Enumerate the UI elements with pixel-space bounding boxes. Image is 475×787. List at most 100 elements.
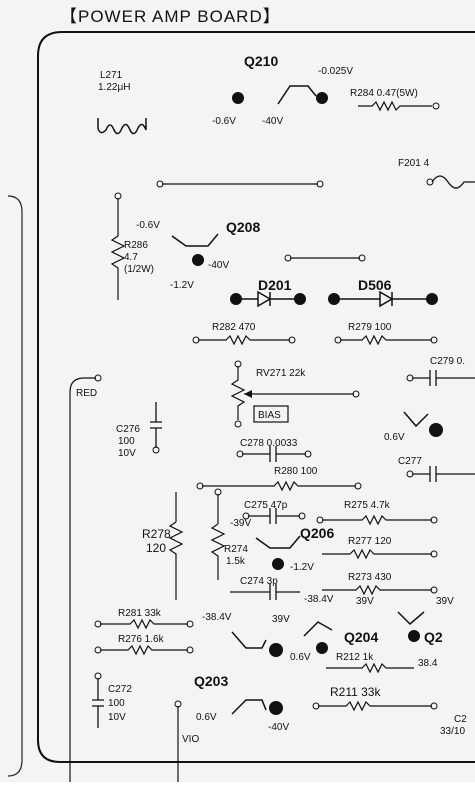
r279-resistor [340,334,432,346]
r278-value: 120 [146,541,166,555]
q210-v-top: -0.025V [318,66,353,77]
r212-label: R212 1k [336,652,374,663]
c276-capacitor [150,402,162,448]
external-bracket [7,195,23,777]
c279-label: C279 0. [430,356,465,367]
c278-capacitor [242,446,306,462]
r286-name: R286 [124,240,148,251]
c275-label: C275 47p [244,500,288,511]
f201-label: F201 4 [398,158,430,169]
r281-resistor [100,618,188,630]
q210-label: Q210 [244,53,278,69]
q208-v-top: -0.6V [136,220,160,231]
q210-body [277,85,317,105]
q203-pin [269,701,283,715]
r278-name: R278 [142,527,171,541]
r273-resistor [322,584,432,596]
r284-label: R284 0.47(5W) [350,88,418,99]
v-06-right: 0.6V [384,432,405,443]
red-label: RED [76,388,97,399]
c272-value: 100 [108,698,125,709]
r211-label: R211 33k [330,685,381,699]
r275-resistor [322,514,432,526]
q210-v-left: -0.6V [212,116,236,127]
q203-label: Q203 [194,673,228,689]
c279-capacitor [412,370,475,386]
v-06-c: 0.6V [196,712,217,723]
l271-inductor [97,118,147,135]
r212-resistor [326,662,414,674]
c277-capacitor [412,466,475,482]
r274-value: 1.5k [226,556,246,567]
c276-volt: 10V [118,448,136,459]
f201-fuse [431,175,475,189]
q202-label: Q2 [424,629,443,645]
c272-name: C272 [108,684,132,695]
r277-resistor [322,548,432,560]
r274-name: R274 [224,544,248,555]
d506-diode [336,290,428,308]
r284-resistor [358,100,432,112]
l271-value: 1.22μH [98,82,130,93]
red-terminal [94,374,102,382]
board-title: 【POWER AMP BOARD】 [60,7,281,26]
r286-resistor [110,235,126,300]
vio-label: VIO [182,734,199,745]
v-40-neg: -40V [268,722,289,733]
red-wire [69,377,96,782]
c2-partial: C2 [454,714,467,725]
v-39-b: 39V [436,596,454,607]
r280-resistor [202,480,356,492]
r276-label: R276 1.6k [118,634,165,645]
v-39-neg: -39V [230,518,251,529]
q208-body [171,233,219,247]
q204-label: Q204 [344,629,378,645]
d201-diode [242,290,298,308]
r273-label: R273 430 [348,572,392,583]
q210-pin-right [316,92,328,104]
q206-label: Q206 [300,525,334,541]
c272-capacitor [92,678,104,728]
c274-capacitor [230,584,300,600]
v-384-neg-a: -38.4V [304,594,334,605]
r277-label: R277 120 [348,536,392,547]
q208-label: Q208 [226,219,260,235]
q208-pin [192,254,204,266]
r282-resistor [198,334,290,346]
r274-resistor [210,523,226,580]
board-outline [37,31,475,763]
v-06-b: 0.6V [290,652,311,663]
v-39-a: 39V [356,596,374,607]
r286-power: (1/2W) [124,264,154,275]
bias-box [253,405,289,423]
c2-val-partial: 33/10 [440,726,465,737]
v-39-c: 39V [272,614,290,625]
q210-pin-left [232,92,244,104]
q208-v-right: -40V [208,260,229,271]
q210-v-mid: -40V [262,116,283,127]
c272-volt: 10V [108,712,126,723]
r275-label: R275 4.7k [344,500,391,511]
r279-label: R279 100 [348,322,392,333]
v-384-neg-b: -38.4V [202,612,232,623]
c275-capacitor [248,508,300,524]
q206-v: -1.2V [290,562,314,573]
c276-value: 100 [118,436,135,447]
l271-name: L271 [100,70,123,81]
q208-v-bottom: -1.2V [170,280,194,291]
r281-label: R281 33k [118,608,162,619]
r211-resistor [318,700,432,712]
c278-label: C278 0.0033 [240,438,298,449]
r276-resistor [100,644,188,656]
rv271-pot [230,366,246,420]
c274-label: C274 3p [240,576,278,587]
c277-label: C277 [398,456,422,467]
d506-label: D506 [358,277,392,293]
r280-label: R280 100 [274,466,318,477]
rv271-label: RV271 22k [256,368,306,379]
q206-pin [272,558,284,570]
r278-resistor [168,521,184,600]
c276-name: C276 [116,424,140,435]
